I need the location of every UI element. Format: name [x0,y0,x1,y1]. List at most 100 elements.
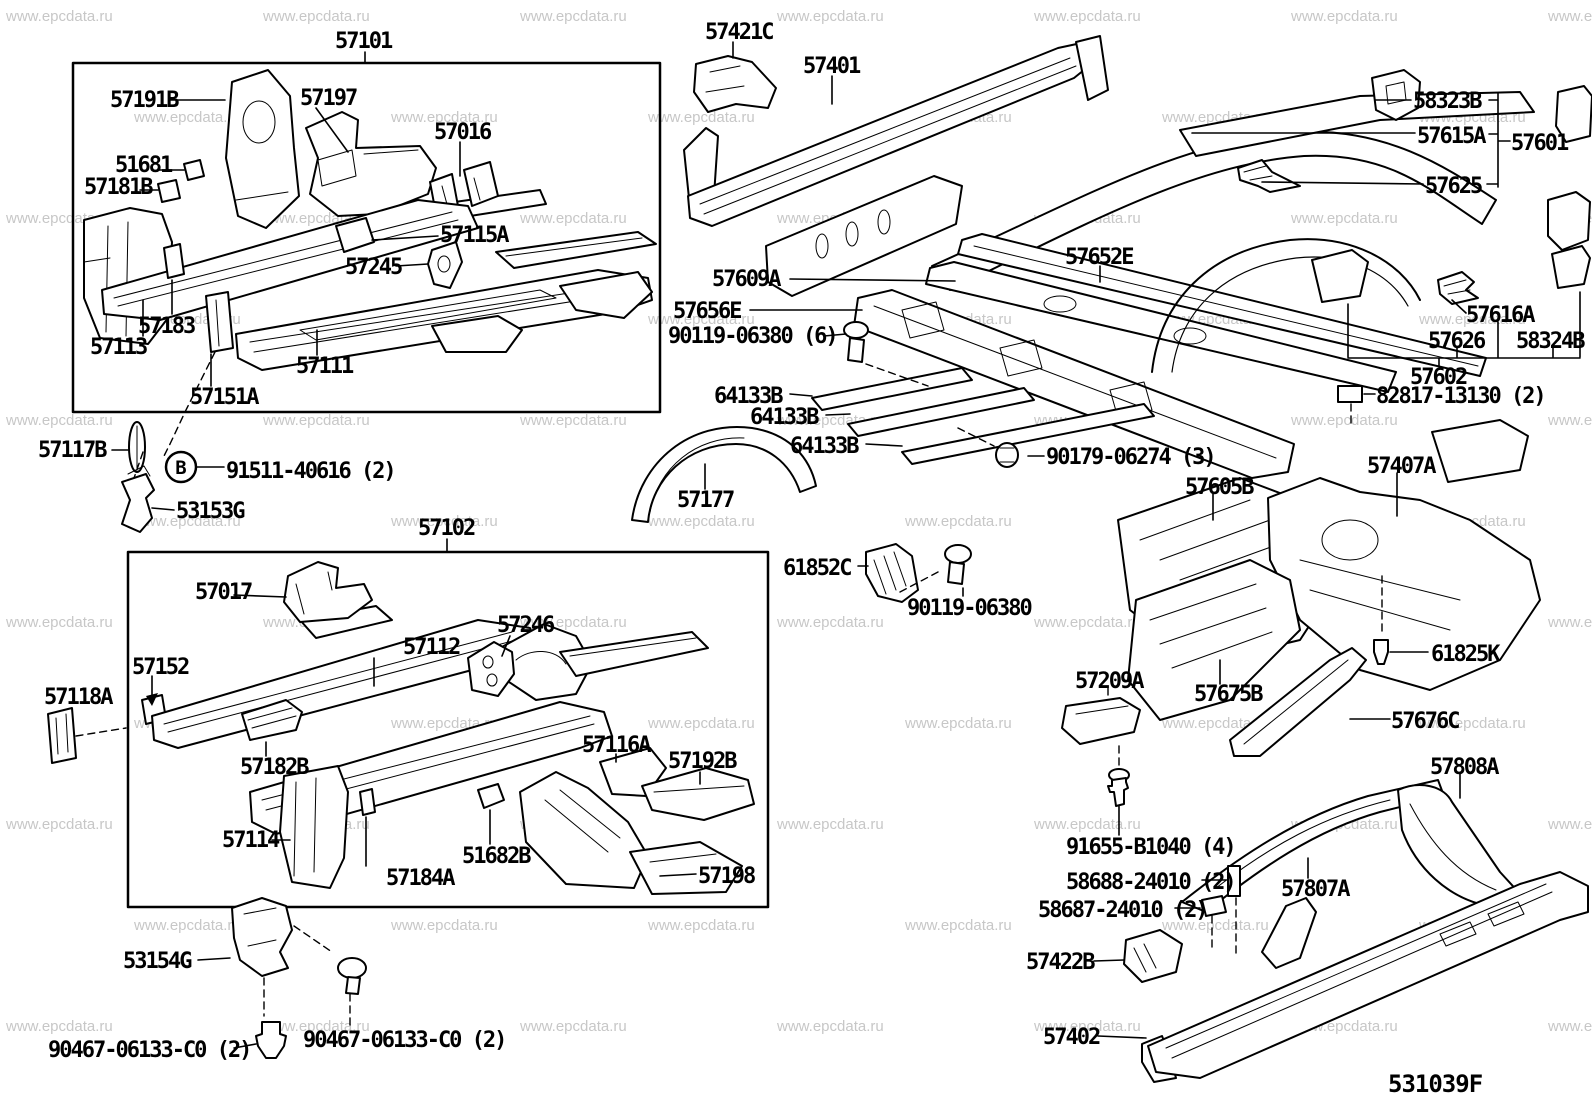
part-label-57184A[interactable]: 57184A [386,866,455,891]
part-label-64133B-3[interactable]: 64133B [790,434,859,459]
part-label-57656E[interactable]: 57656E [673,299,742,324]
part-90179-grommet-drawing [996,443,1018,467]
part-57616A-bolt-drawing [1438,272,1478,304]
watermark: www.epcdata.ru [777,816,884,833]
part-label-57652E[interactable]: 57652E [1065,245,1134,270]
watermark: www.epcdata.ru [134,513,241,530]
part-57151A-drawing [206,292,233,352]
part-label-57112[interactable]: 57112 [403,635,461,660]
watermark: www.epcdata.ru [1291,412,1398,429]
part-label-57609A[interactable]: 57609A [712,267,781,292]
part-label-57115A[interactable]: 57115A [440,223,509,248]
part-label-90467-06133-2[interactable]: 90467-06133-C0 (2) [303,1028,507,1053]
part-label-57605B[interactable]: 57605B [1185,475,1254,500]
part-label-57183[interactable]: 57183 [138,314,196,339]
part-label-57101[interactable]: 57101 [335,29,393,54]
part-label-57113[interactable]: 57113 [90,335,148,360]
part-label-58323B[interactable]: 58323B [1413,89,1482,114]
part-label-57102[interactable]: 57102 [418,516,476,541]
part-label-57626[interactable]: 57626 [1428,329,1486,354]
watermark: www.epcdata.ru [1162,715,1269,732]
part-label-57117B[interactable]: 57117B [38,438,107,463]
part-label-51681[interactable]: 51681 [115,153,173,178]
part-label-57625[interactable]: 57625 [1425,174,1483,199]
part-clip-90467-left-drawing [256,1022,286,1058]
part-label-90179-06274[interactable]: 90179-06274 (3) [1046,445,1217,470]
watermark: www.epcdata.ru [520,1018,627,1035]
part-label-57016[interactable]: 57016 [434,120,492,145]
leader-lines [112,42,1580,1048]
watermark: www.epcdata.ru [391,109,498,126]
part-label-91655-B1040[interactable]: 91655-B1040 (4) [1066,835,1237,860]
part-label-64133B-2[interactable]: 64133B [750,405,819,430]
part-label-57807A[interactable]: 57807A [1281,877,1350,902]
callout-b-circle: B [166,452,196,482]
part-label-57198[interactable]: 57198 [698,864,756,889]
part-82817-cushion-drawing [1338,386,1362,402]
part-label-57118A[interactable]: 57118A [44,685,113,710]
part-label-57676C[interactable]: 57676C [1391,709,1460,734]
part-label-57177[interactable]: 57177 [677,488,735,513]
part-label-57245[interactable]: 57245 [345,255,403,280]
part-label-90119-06380-2[interactable]: 90119-06380 [907,596,1033,621]
part-label-57111[interactable]: 57111 [296,354,354,379]
part-label-53154G[interactable]: 53154G [123,949,192,974]
part-label-57615A[interactable]: 57615A [1417,124,1486,149]
watermark: www.epcdata.ru [777,614,884,631]
part-57017-drawing [284,562,392,638]
part-label-57116A[interactable]: 57116A [582,733,651,758]
part-label-57017[interactable]: 57017 [195,580,253,605]
part-label-57422B[interactable]: 57422B [1026,950,1095,975]
part-label-57246[interactable]: 57246 [497,613,555,638]
part-label-57808A[interactable]: 57808A [1430,755,1499,780]
part-label-57114[interactable]: 57114 [222,828,280,853]
watermark: www.epcdata.ru [1034,8,1141,25]
part-57198-drawing [520,772,742,894]
part-57601-member-drawing [1180,70,1592,192]
part-label-57401[interactable]: 57401 [803,54,861,79]
part-label-53153G[interactable]: 53153G [176,499,245,524]
part-label-58687-24010[interactable]: 58687-24010 (2) [1038,898,1209,923]
watermark: www.epcdata.ru [263,8,370,25]
part-label-90119-06380-6[interactable]: 90119-06380 (6) [668,324,839,349]
part-label-82817-13130[interactable]: 82817-13130 (2) [1376,384,1547,409]
part-label-57421C[interactable]: 57421C [705,20,774,45]
part-label-57601[interactable]: 57601 [1511,131,1569,156]
part-label-57181B[interactable]: 57181B [84,175,153,200]
part-label-57192B[interactable]: 57192B [668,749,737,774]
part-label-51682B[interactable]: 51682B [462,844,531,869]
part-57184A-drawing [360,789,375,815]
part-group-box-57102 [128,552,768,907]
part-clip-90467-right-drawing [338,958,366,994]
watermark: www.epcdata.ru [1419,311,1526,328]
part-label-57182B[interactable]: 57182B [240,755,309,780]
watermark: www.epcdata.ru [1034,614,1141,631]
part-label-64133B-1[interactable]: 64133B [714,384,783,409]
part-apron-bar-right-drawing [496,232,656,268]
part-label-57152[interactable]: 57152 [132,655,190,680]
part-label-91511-40616[interactable]: 91511-40616 (2) [226,459,397,484]
part-58324B-drawing [1548,192,1590,288]
part-label-57209A[interactable]: 57209A [1075,669,1144,694]
part-label-57151A[interactable]: 57151A [190,385,259,410]
part-label-57675B[interactable]: 57675B [1194,682,1263,707]
part-label-58324B[interactable]: 58324B [1516,329,1585,354]
watermark: www.epcdata.ru [777,8,884,25]
part-label-57402[interactable]: 57402 [1043,1025,1101,1050]
part-57181B-drawing [158,180,180,202]
part-label-57602[interactable]: 57602 [1410,365,1468,390]
part-label-58688-24010[interactable]: 58688-24010 (2) [1066,870,1237,895]
part-label-90467-06133-1[interactable]: 90467-06133-C0 (2) [48,1038,252,1063]
watermark: www.epcdata.ru [6,412,113,429]
part-57675B-drawing [1128,560,1300,720]
part-label-61852C[interactable]: 61852C [783,556,852,581]
part-label-57191B[interactable]: 57191B [110,88,179,113]
part-64133B-braces-drawing [812,368,1154,464]
part-label-57407A[interactable]: 57407A [1367,454,1436,479]
part-58687-clip-drawing [1202,896,1226,916]
part-label-57197[interactable]: 57197 [300,86,358,111]
part-label-61825K[interactable]: 61825K [1431,642,1500,667]
part-label-57616A[interactable]: 57616A [1466,303,1535,328]
part-91655-bolt-drawing [1108,769,1129,806]
